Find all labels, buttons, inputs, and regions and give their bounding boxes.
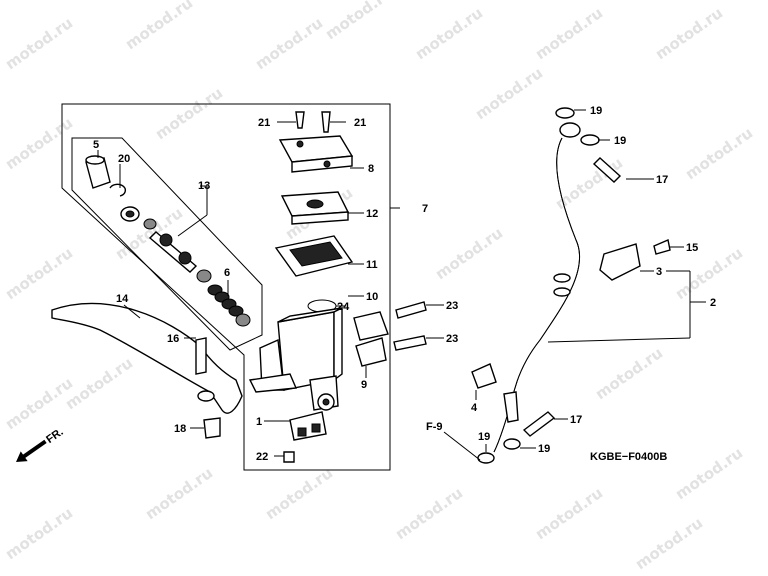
callout-21: 21 (354, 117, 366, 129)
callout-9: 9 (361, 379, 367, 391)
master-cylinder-body (248, 306, 343, 411)
piston-set-outline-13 (71, 137, 263, 351)
callout-15: 15 (686, 242, 698, 254)
watermark-text: motod.ru (322, 0, 396, 43)
watermark-text: motod.ru (532, 4, 606, 63)
callout-10: 10 (366, 291, 378, 303)
brake-hose-assembly (471, 107, 671, 464)
watermark-text: motod.ru (432, 224, 506, 283)
callout-11: 11 (366, 259, 378, 271)
watermark-text: motod.ru (62, 354, 136, 413)
callout-23: 23 (446, 333, 458, 345)
reference-label: F-9 (426, 421, 443, 433)
watermark-text: motod.ru (472, 64, 546, 123)
assembly-outline-7 (61, 103, 391, 471)
callout-17: 17 (570, 414, 582, 426)
callout-19: 19 (614, 135, 626, 147)
piston-parts (85, 155, 251, 327)
watermark-text: motod.ru (632, 514, 706, 573)
callout-20: 20 (118, 153, 130, 165)
callout-2: 2 (710, 297, 716, 309)
reservoir-cap-parts (274, 111, 354, 313)
watermark-text: motod.ru (652, 4, 726, 63)
callout-7: 7 (422, 203, 428, 215)
watermark-text: motod.ru (252, 14, 326, 73)
callout-1: 1 (256, 416, 262, 428)
leader-lines (97, 109, 706, 461)
diagram-code: KGBE−F0400B (590, 451, 667, 463)
callout-16: 16 (167, 333, 179, 345)
callout-23: 23 (446, 300, 458, 312)
watermark-text: motod.ru (392, 484, 466, 543)
brake-switch (283, 411, 327, 463)
callout-8: 8 (368, 163, 374, 175)
watermark-layer: motod.ru motod.ru motod.ru motod.ru moto… (2, 0, 756, 573)
watermark-text: motod.ru (672, 244, 746, 303)
watermark-text: motod.ru (592, 344, 666, 403)
watermark-text: motod.ru (262, 464, 336, 523)
watermark-text: motod.ru (2, 114, 76, 173)
callout-6: 6 (224, 267, 230, 279)
callout-4: 4 (471, 402, 478, 414)
watermark-text: motod.ru (142, 464, 216, 523)
callout-22: 22 (256, 451, 268, 463)
watermark-text: motod.ru (2, 14, 76, 73)
holder-and-bolts (353, 301, 427, 367)
callout-12: 12 (366, 208, 378, 220)
callout-13: 13 (198, 180, 210, 192)
callout-3: 3 (656, 266, 662, 278)
callouts: 7 21 21 8 12 11 10 24 23 23 9 1 22 16 18… (93, 105, 716, 463)
callout-14: 14 (116, 293, 129, 305)
callout-21: 21 (258, 117, 270, 129)
callout-19: 19 (590, 105, 602, 117)
watermark-text: motod.ru (672, 444, 746, 503)
watermark-text: motod.ru (2, 504, 76, 563)
callout-17: 17 (656, 174, 668, 186)
watermark-text: motod.ru (152, 84, 226, 143)
callout-19: 19 (538, 443, 550, 455)
watermark-text: motod.ru (682, 124, 756, 183)
direction-arrow-label: FR. (44, 426, 65, 446)
brake-lever (51, 302, 243, 439)
watermark-text: motod.ru (532, 484, 606, 543)
watermark-text: motod.ru (122, 0, 196, 53)
direction-indicator: FR. (16, 426, 66, 462)
watermark-text: motod.ru (412, 4, 486, 63)
watermark-text: motod.ru (2, 244, 76, 303)
callout-18: 18 (174, 423, 186, 435)
callout-24: 24 (337, 301, 350, 313)
callout-5: 5 (93, 139, 99, 151)
callout-19: 19 (478, 431, 490, 443)
